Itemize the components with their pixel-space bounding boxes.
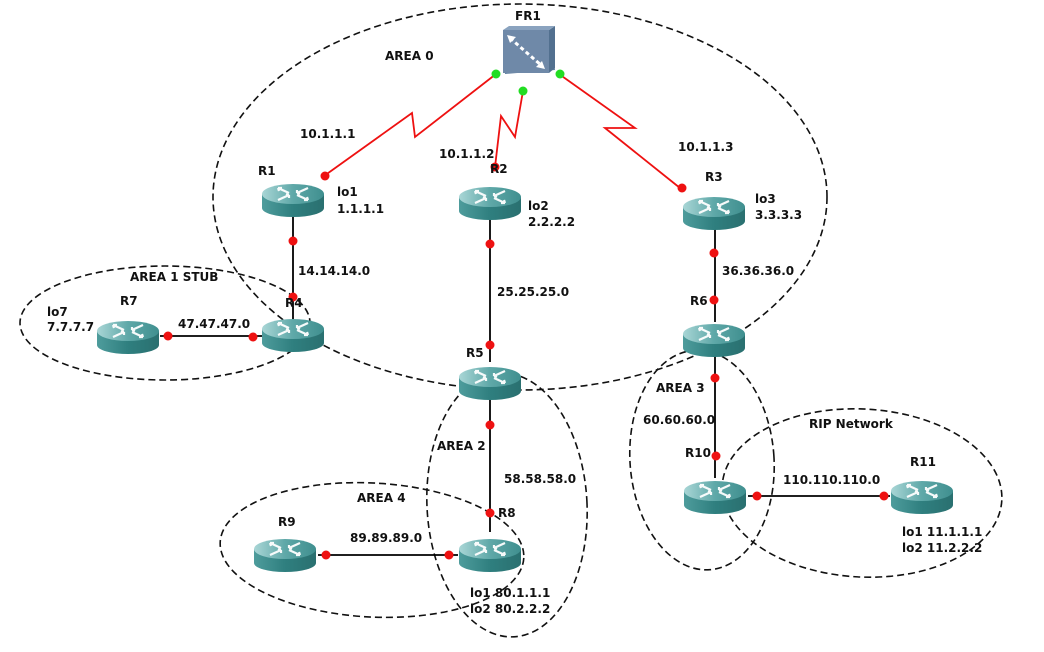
area3-boundary	[628, 349, 776, 571]
port-dot	[444, 550, 454, 560]
area2-boundary	[426, 372, 588, 638]
r2-loopback-ip: 2.2.2.2	[528, 215, 575, 229]
area3-label: AREA 3	[656, 381, 705, 395]
r5-name: R5	[466, 346, 484, 360]
port-dot	[320, 171, 330, 181]
port-dot	[288, 292, 298, 302]
area2-label: AREA 2	[437, 439, 486, 453]
r11-name: R11	[910, 455, 936, 469]
r10-name: R10	[685, 446, 711, 460]
router-r1[interactable]	[260, 182, 326, 219]
r7-name: R7	[120, 294, 138, 308]
link-label-r5-r8: 58.58.58.0	[504, 472, 576, 486]
port-dot	[709, 295, 719, 305]
router-r5[interactable]	[457, 365, 523, 402]
port-dot	[490, 162, 500, 172]
r6-name: R6	[690, 294, 708, 308]
interface-dots	[163, 69, 889, 560]
router-r2[interactable]	[457, 185, 523, 222]
link-label-r10-r11: 110.110.110.0	[783, 473, 880, 487]
port-dot	[163, 331, 173, 341]
port-dot	[752, 491, 762, 501]
router-r7[interactable]	[95, 319, 161, 356]
fr-port-dot	[518, 86, 528, 96]
port-dot	[710, 373, 720, 383]
r4-name: R4	[285, 296, 303, 310]
link-label-fr-r3: 10.1.1.3	[678, 140, 733, 154]
link-fr-r3[interactable]	[558, 73, 681, 189]
r7-loopback-ip: 7.7.7.7	[47, 320, 94, 334]
area4-label: AREA 4	[357, 491, 406, 505]
fr1-label: FR1	[515, 9, 541, 23]
r11-loopback-1: lo1 11.1.1.1	[902, 525, 982, 539]
router-r10[interactable]	[682, 479, 748, 516]
r9-name: R9	[278, 515, 296, 529]
r2-name: R2	[490, 162, 508, 176]
area1-label: AREA 1 STUB	[130, 270, 218, 284]
link-label-r2-r5: 25.25.25.0	[497, 285, 569, 299]
r1-loopback-ip: 1.1.1.1	[337, 202, 384, 216]
router-r9[interactable]	[252, 537, 318, 574]
port-dot	[485, 508, 495, 518]
router-r6[interactable]	[681, 322, 747, 359]
area4-boundary	[219, 481, 525, 619]
link-label-r6-r10: 60.60.60.0	[643, 413, 715, 427]
port-dot	[485, 239, 495, 249]
link-label-r1-r4: 14.14.14.0	[298, 264, 370, 278]
port-dot	[485, 340, 495, 350]
r8-loopback-1: lo1 80.1.1.1	[470, 586, 550, 600]
r3-name: R3	[705, 170, 723, 184]
r8-name: R8	[498, 506, 516, 520]
port-dot	[879, 491, 889, 501]
router-r11[interactable]	[889, 479, 955, 516]
router-r8[interactable]	[457, 537, 523, 574]
r2-loopback-name: lo2	[528, 199, 549, 213]
fr-port-dot	[555, 69, 565, 79]
r8-loopback-2: lo2 80.2.2.2	[470, 602, 550, 616]
link-label-r3-r6: 36.36.36.0	[722, 264, 794, 278]
link-label-fr-r1: 10.1.1.1	[300, 127, 355, 141]
link-fr-r1[interactable]	[323, 73, 497, 177]
router-r3[interactable]	[681, 195, 747, 232]
link-label-r7-r4: 47.47.47.0	[178, 317, 250, 331]
link-label-r9-r8: 89.89.89.0	[350, 531, 422, 545]
r1-loopback-name: lo1	[337, 185, 358, 199]
port-dot	[248, 332, 258, 342]
area0-label: AREA 0	[385, 49, 434, 63]
port-dot	[288, 236, 298, 246]
r11-loopback-2: lo2 11.2.2.2	[902, 541, 982, 555]
r1-name: R1	[258, 164, 276, 178]
r3-loopback-name: lo3	[755, 192, 776, 206]
port-dot	[677, 183, 687, 193]
fr-port-dot	[491, 69, 501, 79]
router-r4[interactable]	[260, 317, 326, 354]
link-fr-r2[interactable]	[494, 90, 524, 168]
link-label-fr-r2: 10.1.1.2	[439, 147, 494, 161]
rip-label: RIP Network	[809, 417, 894, 431]
port-dot	[485, 420, 495, 430]
r7-loopback-name: lo7	[47, 305, 68, 319]
fr1-switch[interactable]	[503, 26, 555, 74]
port-dot	[321, 550, 331, 560]
port-dot	[711, 451, 721, 461]
port-dot	[709, 248, 719, 258]
r3-loopback-ip: 3.3.3.3	[755, 208, 802, 222]
